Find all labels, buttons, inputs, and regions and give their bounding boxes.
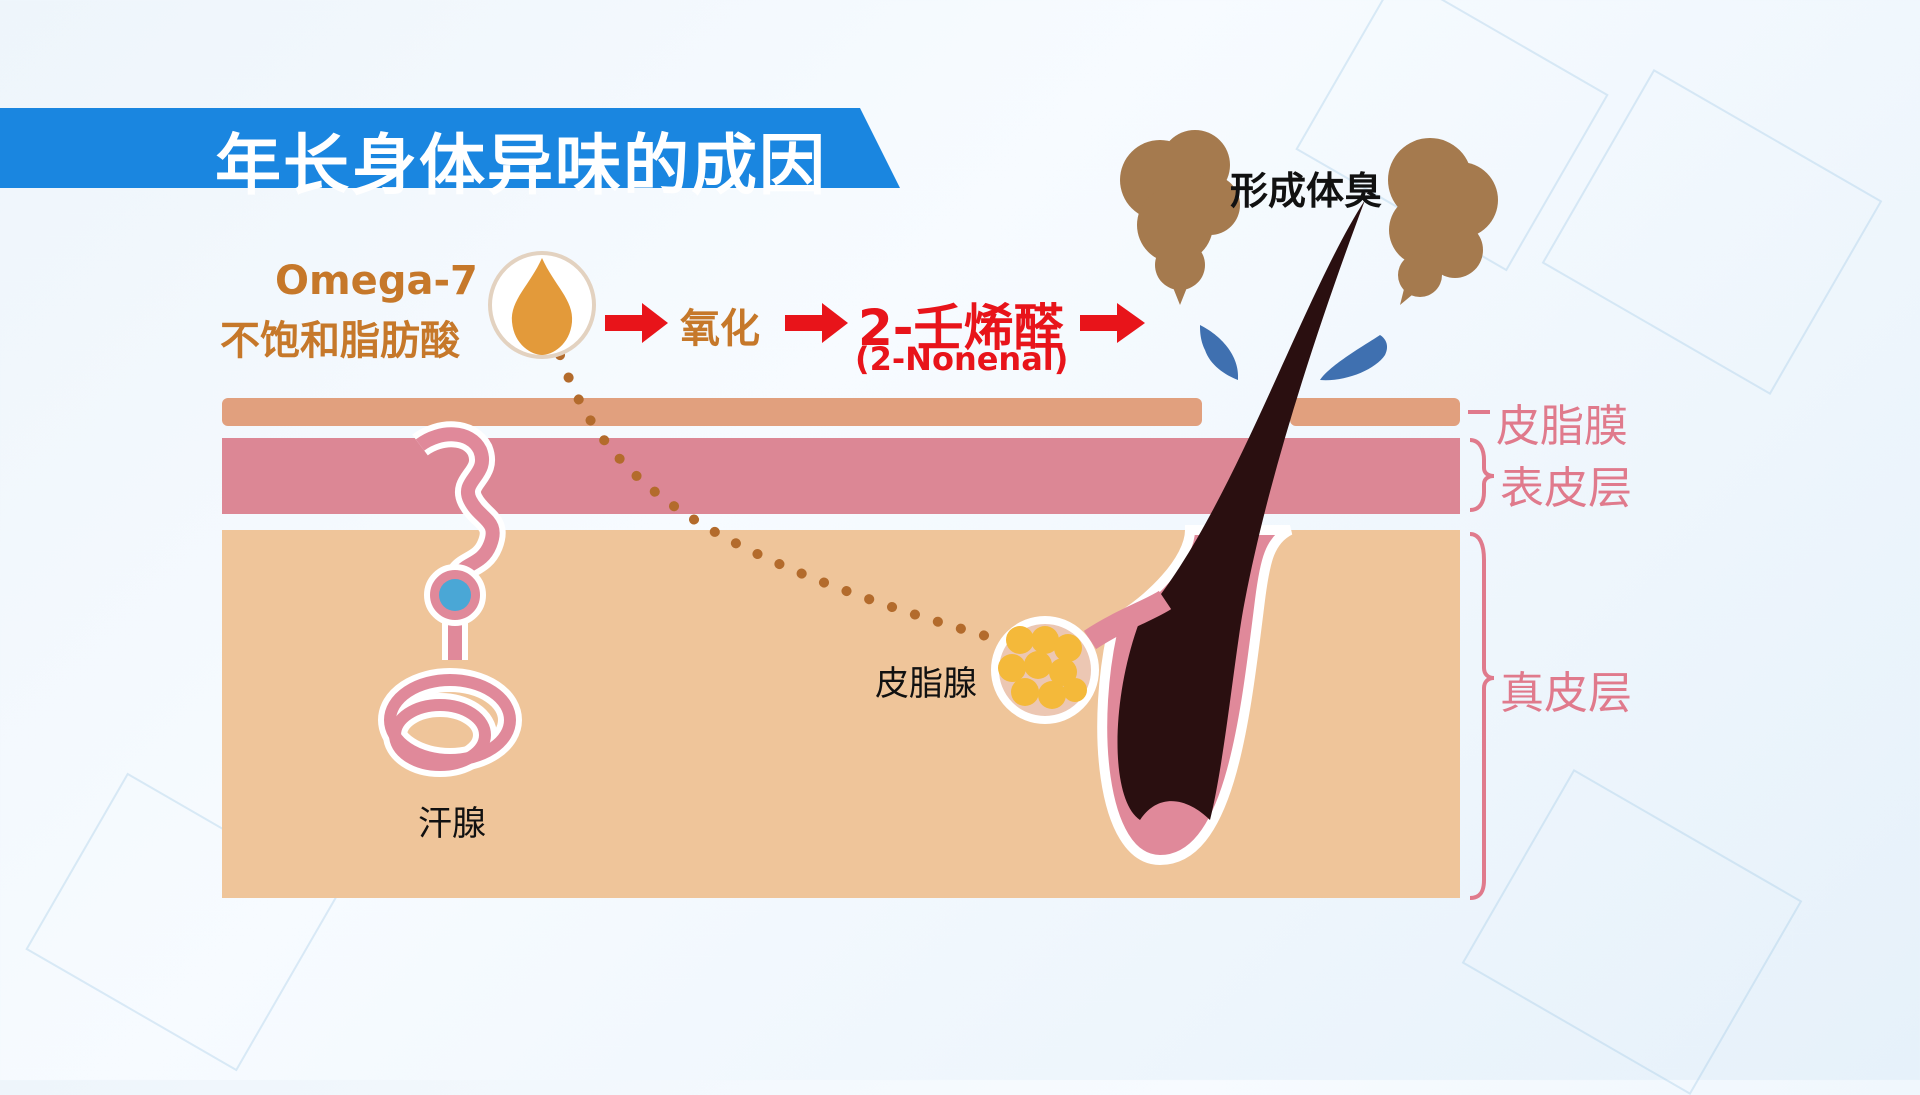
arrow-icon (605, 303, 1145, 343)
hair-shaft (1117, 200, 1365, 820)
oil-drop-icon (511, 258, 573, 355)
dotted-path (555, 350, 1005, 645)
sweat-drop-icon (1320, 335, 1388, 381)
dermis-bracket (1469, 532, 1495, 900)
title-banner (0, 108, 900, 188)
odor-cloud-icon (1388, 138, 1498, 305)
sweat-gland-coil (384, 674, 516, 771)
oxidation-label: 氧化 (680, 306, 760, 352)
odor-label: 形成体臭 (1230, 169, 1383, 213)
page-title: 年长身体异味的成因 (215, 127, 827, 204)
sweat-drop-icon (1200, 325, 1239, 380)
sweat-gland-core (439, 579, 471, 611)
omega-name: Omega-7 (275, 258, 478, 304)
omega-description: 不饱和脂肪酸 (220, 318, 460, 364)
nonenal-english-label: (2-Nonenal) (855, 340, 1069, 378)
sebaceous-duct (1083, 590, 1172, 650)
sweat-gland-duct (415, 427, 500, 660)
sebum-film-layer (1290, 398, 1460, 426)
sebum-film-label: 皮脂膜 (1496, 401, 1628, 452)
sebaceous-gland-label: 皮脂腺 (875, 664, 977, 704)
sebum-film-layer (222, 398, 1202, 426)
odor-cloud-icon (1120, 130, 1240, 305)
nonenal-label: 2-壬烯醛 (858, 299, 1064, 357)
sweat-gland-label: 汗腺 (418, 804, 486, 844)
epidermis-label: 表皮层 (1500, 463, 1632, 514)
sebum-globules (998, 626, 1087, 709)
dermis-label: 真皮层 (1500, 668, 1632, 719)
epidermis-bracket (1469, 438, 1495, 512)
